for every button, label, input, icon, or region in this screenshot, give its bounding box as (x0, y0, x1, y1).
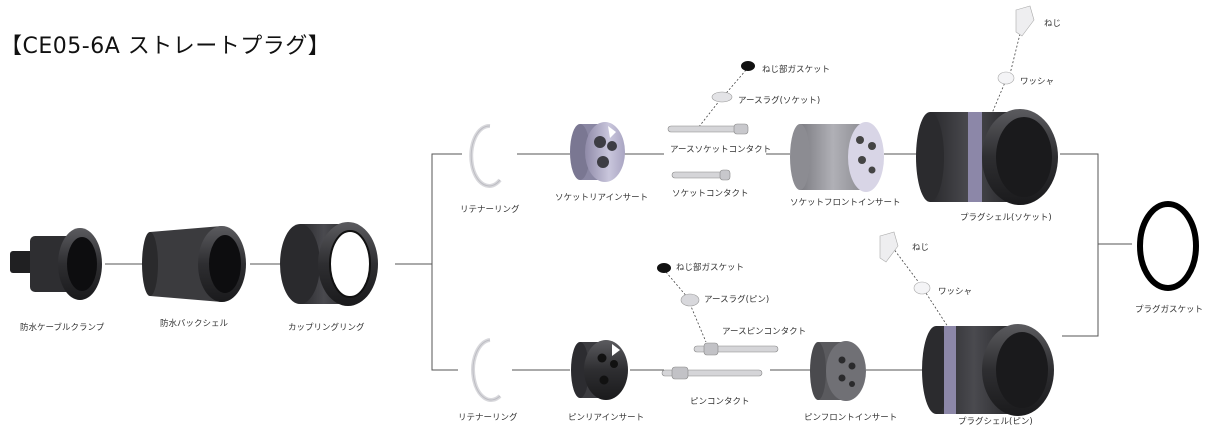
diagram-title: 【CE05-6A ストレートプラグ】 (0, 34, 331, 59)
pin-front-insert (810, 341, 866, 401)
pin-rear-insert (571, 340, 628, 400)
label-plug-shell-socket: プラグシェル(ソケット) (960, 212, 1052, 223)
plug-gasket (1137, 201, 1199, 291)
earth-pin-contact (693, 342, 779, 356)
washer-bottom (913, 281, 931, 295)
label-earth-socket-contact: アースソケットコンタクト (670, 145, 771, 155)
label-earth-pin-contact: アースピンコンタクト (722, 327, 806, 337)
label-socket-front-insert: ソケットフロントインサート (790, 198, 901, 208)
line-branch-bottom (431, 264, 458, 371)
label-screw-gasket-bottom: ねじ部ガスケット (676, 262, 744, 273)
washer-top (997, 71, 1015, 85)
earth-lug-socket (711, 91, 733, 103)
label-earth-lug-pin: アースラグ(ピン) (704, 294, 769, 305)
waterproof-cable-clamp (10, 228, 102, 300)
label-pin-rear-insert: ピンリアインサート (568, 413, 644, 423)
leader-lines (665, 33, 1021, 343)
label-earth-lug-socket: アースラグ(ソケット) (738, 95, 820, 106)
label-coupling-ring: カップリングリング (288, 322, 365, 333)
retainer-ring-bottom (471, 338, 502, 402)
label-plug-shell-pin: プラグシェル(ピン) (958, 416, 1033, 427)
label-screw-gasket-top: ねじ部ガスケット (762, 64, 830, 75)
label-retainer-ring-top: リテナーリング (460, 204, 520, 215)
coupling-ring (280, 222, 378, 306)
line-shell-gasket-top (1060, 153, 1132, 245)
line-branch-top (431, 153, 462, 264)
plug-shell-pin (922, 324, 1054, 416)
label-retainer-ring-bottom: リテナーリング (458, 412, 518, 423)
screw-gasket-top (741, 61, 755, 71)
screw-gasket-bottom (657, 263, 671, 273)
label-waterproof-clamp: 防水ケーブルクランプ (20, 322, 105, 333)
line-shell-gasket-bottom (1062, 244, 1099, 337)
socket-rear-insert (570, 122, 625, 182)
screw-bottom (879, 231, 899, 263)
earth-lug-pin (680, 293, 700, 307)
label-pin-front-insert: ピンフロントインサート (804, 413, 897, 423)
label-socket-rear-insert: ソケットリアインサート (555, 193, 648, 203)
socket-contact (671, 169, 731, 181)
label-pin-contact: ピンコンタクト (690, 397, 750, 407)
label-screw-top: ねじ (1044, 19, 1061, 29)
screw-top (1015, 5, 1035, 37)
waterproof-backshell (142, 226, 246, 302)
label-washer-bottom: ワッシャ (938, 287, 972, 297)
label-waterproof-backshell: 防水バックシェル (160, 318, 229, 329)
earth-socket-contact (667, 123, 749, 135)
connection-lines (105, 153, 1132, 371)
label-screw-bottom: ねじ (912, 243, 929, 253)
part-labels: 防水ケーブルクランプ 防水バックシェル カップリングリング リテナーリング ソケ… (20, 19, 1203, 427)
label-washer-top: ワッシャ (1020, 77, 1054, 87)
label-plug-gasket: プラグガスケット (1135, 304, 1203, 315)
retainer-ring-top (469, 123, 502, 188)
socket-front-insert (790, 122, 884, 192)
label-socket-contact: ソケットコンタクト (672, 189, 749, 199)
plug-shell-socket (916, 109, 1058, 205)
pin-contact (661, 366, 763, 380)
